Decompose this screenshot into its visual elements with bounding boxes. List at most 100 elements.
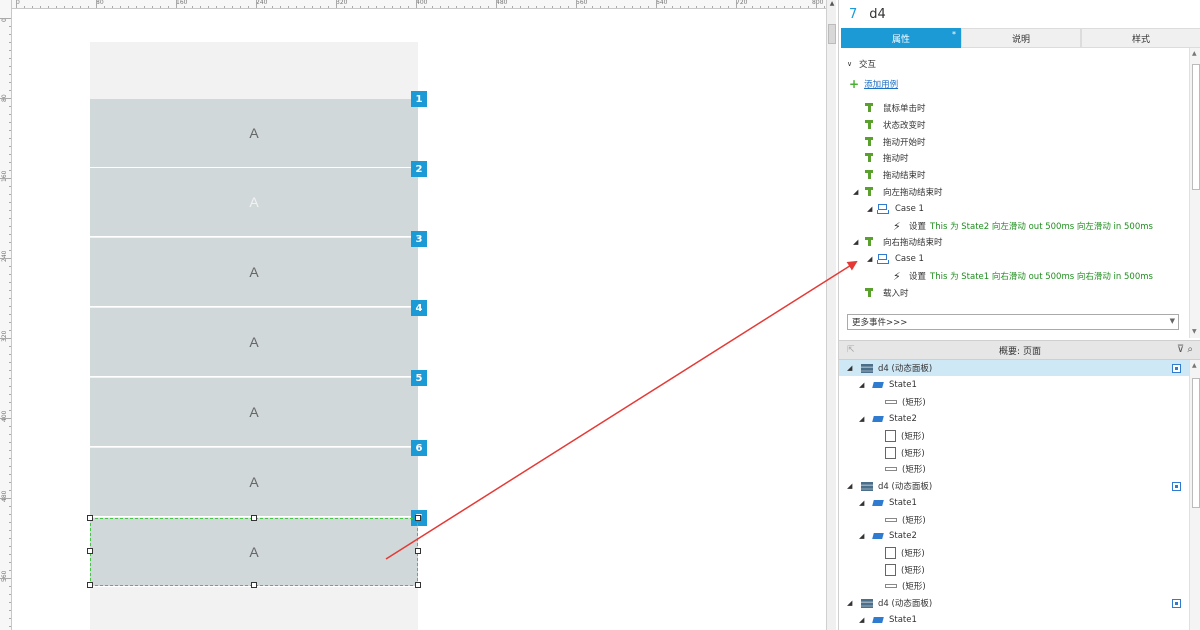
outline-item-rect[interactable]: (矩形) [839, 461, 1189, 477]
collapse-icon[interactable]: ⇱ [847, 345, 855, 355]
add-case-link[interactable]: 添加用例 [864, 80, 899, 90]
state-icon [872, 500, 884, 506]
event-item-swipe-left-end[interactable]: ◢向左拖动结束时 [853, 184, 943, 200]
outline-item-state[interactable]: ◢State2 [839, 528, 1189, 544]
chevron-down-icon[interactable]: ▼ [1169, 317, 1175, 325]
footnote-badge[interactable]: 2 [411, 161, 427, 177]
expand-triangle-icon[interactable]: ◢ [847, 364, 853, 372]
outline-scrollbar[interactable]: ▲ [1189, 360, 1200, 630]
canvas-scrollbar[interactable]: ▲ [826, 0, 836, 630]
ruler-tick [256, 0, 257, 8]
add-case-button[interactable]: + 添加用例 [849, 76, 898, 92]
visibility-icon[interactable] [1172, 599, 1181, 608]
event-item-drag-start[interactable]: 拖动开始时 [865, 134, 926, 150]
scroll-up-icon[interactable]: ▲ [829, 0, 835, 7]
ruler-tick [9, 458, 11, 459]
outline-item-panel[interactable]: ◢d4 (动态面板) [839, 595, 1189, 611]
expand-triangle-icon[interactable]: ◢ [853, 238, 859, 246]
panel-row-6[interactable]: A [90, 448, 418, 517]
event-item-click[interactable]: 鼠标单击时 [865, 100, 926, 116]
tab-style[interactable]: 样式 [1081, 28, 1200, 48]
expand-triangle-icon[interactable]: ◢ [867, 255, 873, 263]
widget-name[interactable]: d4 [869, 6, 886, 22]
visibility-icon[interactable] [1172, 482, 1181, 491]
design-canvas[interactable]: A A A A A A A 1 2 3 4 5 6 7 [13, 10, 825, 630]
ruler-tick [9, 354, 11, 355]
selection-box[interactable] [90, 518, 418, 586]
resize-handle[interactable] [87, 548, 93, 554]
footnote-badge[interactable]: 1 [411, 91, 427, 107]
interactions-section-header[interactable]: ∨ 交互 [847, 56, 876, 72]
expand-triangle-icon[interactable]: ◢ [859, 616, 865, 624]
scroll-up-icon[interactable]: ▲ [1192, 50, 1197, 57]
expand-triangle-icon[interactable]: ◢ [867, 205, 873, 213]
event-item-load[interactable]: 载入时 [865, 285, 909, 301]
scrollbar-thumb[interactable] [1192, 64, 1200, 190]
panel-row-5[interactable]: A [90, 378, 418, 447]
ruler-tick [9, 162, 11, 163]
ruler-tick [9, 210, 11, 211]
expand-triangle-icon[interactable]: ◢ [847, 482, 853, 490]
event-item-drag[interactable]: 拖动时 [865, 150, 909, 166]
event-item-state-change[interactable]: 状态改变时 [865, 117, 926, 133]
outline-item-rect[interactable]: (矩形) [839, 512, 1189, 528]
panel-row-1[interactable]: A [90, 99, 418, 168]
resize-handle[interactable] [251, 582, 257, 588]
outline-item-rect[interactable]: (矩形) [839, 545, 1189, 561]
more-events-dropdown[interactable]: 更多事件>>> ▼ [847, 314, 1179, 330]
panel-row-4[interactable]: A [90, 308, 418, 377]
resize-handle[interactable] [251, 515, 257, 521]
case-item-right[interactable]: ◢Case 1 [867, 251, 924, 267]
footnote-badge[interactable]: 3 [411, 231, 427, 247]
expand-triangle-icon[interactable]: ◢ [853, 188, 859, 196]
outline-item-state[interactable]: ◢State2 [839, 411, 1189, 427]
resize-handle[interactable] [415, 515, 421, 521]
case-item-left[interactable]: ◢Case 1 [867, 201, 924, 217]
footnote-badge[interactable]: 6 [411, 440, 427, 456]
outline-item-panel[interactable]: ◢d4 (动态面板) [839, 360, 1189, 376]
scroll-up-icon[interactable]: ▲ [1192, 362, 1197, 369]
ruler-tick [568, 6, 569, 8]
ruler-tick [9, 586, 11, 587]
chevron-down-icon[interactable]: ∨ [847, 60, 853, 68]
interactions-scrollbar[interactable]: ▲ ▼ [1189, 48, 1200, 338]
ruler-tick [9, 386, 11, 387]
outline-item-state[interactable]: ◢State1 [839, 495, 1189, 511]
outline-item-panel[interactable]: ◢d4 (动态面板) [839, 478, 1189, 494]
resize-handle[interactable] [415, 548, 421, 554]
expand-triangle-icon[interactable]: ◢ [847, 599, 853, 607]
panel-row-3[interactable]: A [90, 238, 418, 307]
expand-triangle-icon[interactable]: ◢ [859, 381, 865, 389]
panel-row-2[interactable]: A [90, 168, 418, 237]
panel-row-7[interactable]: A [90, 518, 418, 587]
tab-properties[interactable]: 属性 * [841, 28, 961, 48]
resize-handle[interactable] [415, 582, 421, 588]
expand-triangle-icon[interactable]: ◢ [859, 415, 865, 423]
event-item-swipe-right-end[interactable]: ◢向右拖动结束时 [853, 234, 943, 250]
scroll-down-icon[interactable]: ▼ [1192, 328, 1197, 335]
outline-item-rect[interactable]: (矩形) [839, 445, 1189, 461]
ruler-tick [664, 6, 665, 8]
outline-item-state[interactable]: ◢State1 [839, 377, 1189, 393]
outline-item-rect[interactable]: (矩形) [839, 428, 1189, 444]
visibility-icon[interactable] [1172, 364, 1181, 373]
filter-search-icon[interactable]: ⊽ ⌕ [1176, 344, 1193, 355]
resize-handle[interactable] [87, 515, 93, 521]
event-item-drag-end[interactable]: 拖动结束时 [865, 167, 926, 183]
scrollbar-thumb[interactable] [1192, 378, 1200, 508]
scrollbar-thumb[interactable] [828, 24, 836, 44]
resize-handle[interactable] [87, 582, 93, 588]
footnote-badge[interactable]: 5 [411, 370, 427, 386]
expand-triangle-icon[interactable]: ◢ [859, 532, 865, 540]
ruler-tick [192, 6, 193, 8]
expand-triangle-icon[interactable]: ◢ [859, 499, 865, 507]
outline-item-state[interactable]: ◢State1 [839, 612, 1189, 628]
ruler-tick [24, 6, 25, 8]
outline-item-rect[interactable]: (矩形) [839, 578, 1189, 594]
outline-item-rect[interactable]: (矩形) [839, 562, 1189, 578]
footnote-badge[interactable]: 4 [411, 300, 427, 316]
tab-notes[interactable]: 说明 [961, 28, 1081, 48]
outline-item-rect[interactable]: (矩形) [839, 394, 1189, 410]
